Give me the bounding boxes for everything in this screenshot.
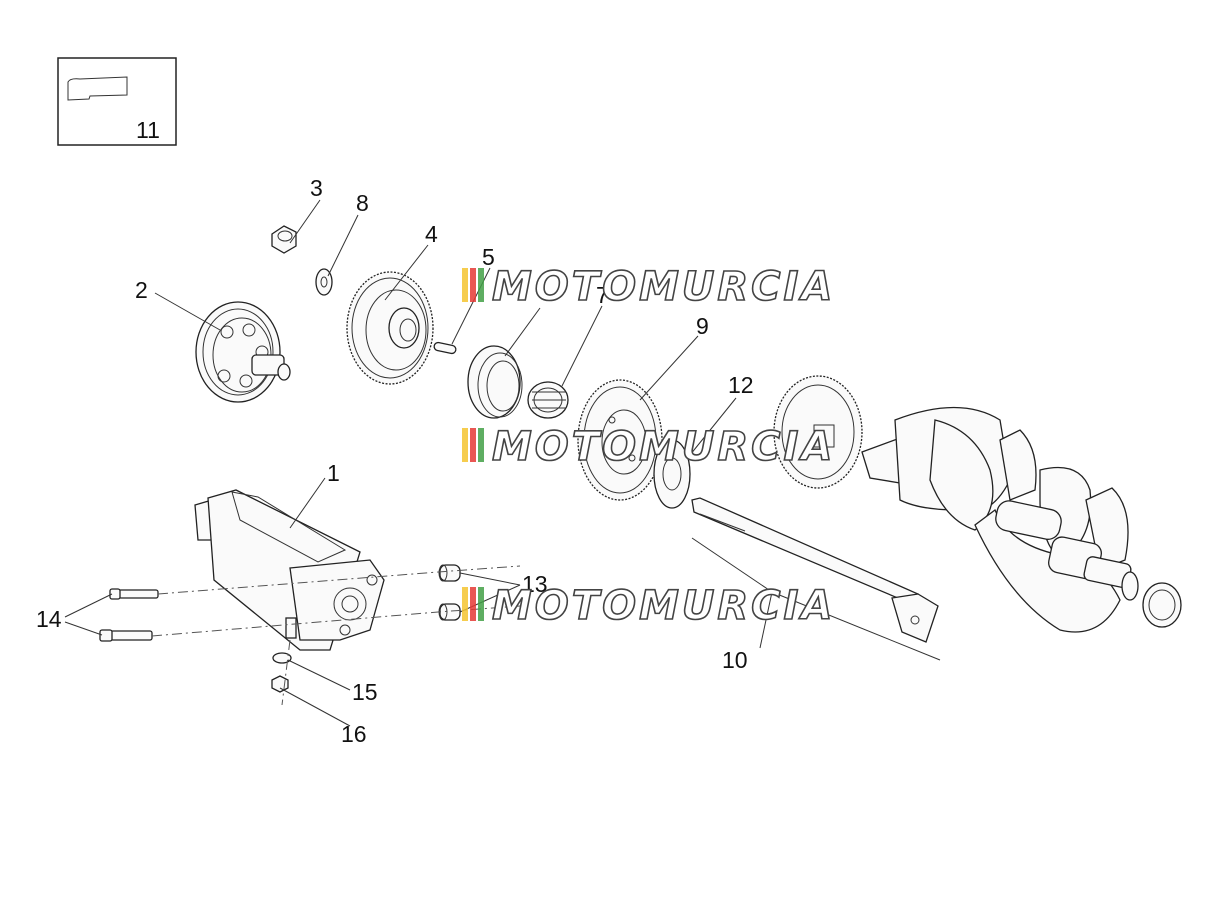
ring-washer xyxy=(1142,582,1182,628)
spacer-part-13-lower xyxy=(438,603,461,621)
watermark-2: MOTOMURCIA xyxy=(462,423,835,471)
bushing-ring xyxy=(467,345,523,419)
callout-14: 14 xyxy=(36,606,62,632)
pin-part-5 xyxy=(433,341,457,355)
shaft-part-10 xyxy=(691,497,939,643)
clutch-element xyxy=(653,439,691,509)
starter-motor-part-1 xyxy=(194,489,385,651)
inset-label: 11 xyxy=(136,117,160,143)
crankshaft xyxy=(861,406,1139,633)
spacer-part-13-upper xyxy=(438,564,461,582)
callout-10: 10 xyxy=(722,647,748,673)
assembly-line-vertical xyxy=(281,639,291,706)
gear-part-4 xyxy=(346,271,434,385)
watermark-1: MOTOMURCIA xyxy=(462,263,835,311)
assembly-line-upper xyxy=(157,565,521,595)
inset-box-part-11: 11 xyxy=(57,57,177,146)
driven-gear xyxy=(773,375,863,489)
nut-part-16 xyxy=(271,675,289,693)
leader-lines xyxy=(64,199,941,727)
callout-5: 5 xyxy=(482,244,495,270)
watermark-3: MOTOMURCIA xyxy=(462,582,835,630)
assembly-line-lower xyxy=(151,605,521,637)
callout-13: 13 xyxy=(522,571,548,597)
bolt-part-14-lower xyxy=(99,629,153,642)
callout-2: 2 xyxy=(135,277,148,303)
callout-9: 9 xyxy=(696,313,709,339)
callout-1: 1 xyxy=(327,460,340,486)
watermark-text: MOTOMURCIA xyxy=(492,424,835,470)
callout-12: 12 xyxy=(728,372,754,398)
watermark-text: MOTOMURCIA xyxy=(492,583,835,629)
callout-3: 3 xyxy=(310,175,323,201)
needle-bearing-part-7 xyxy=(527,381,569,419)
gear-part-2 xyxy=(195,301,291,403)
bolt-part-14-upper xyxy=(109,588,159,600)
washer-part-15 xyxy=(272,652,292,664)
callout-16: 16 xyxy=(341,721,367,747)
callout-8: 8 xyxy=(356,190,369,216)
callout-15: 15 xyxy=(352,679,378,705)
callout-7: 7 xyxy=(596,282,609,308)
gear-part-9 xyxy=(577,379,663,501)
watermark-text: MOTOMURCIA xyxy=(492,264,835,310)
nut-part-3 xyxy=(271,225,297,254)
callout-4: 4 xyxy=(425,221,438,247)
